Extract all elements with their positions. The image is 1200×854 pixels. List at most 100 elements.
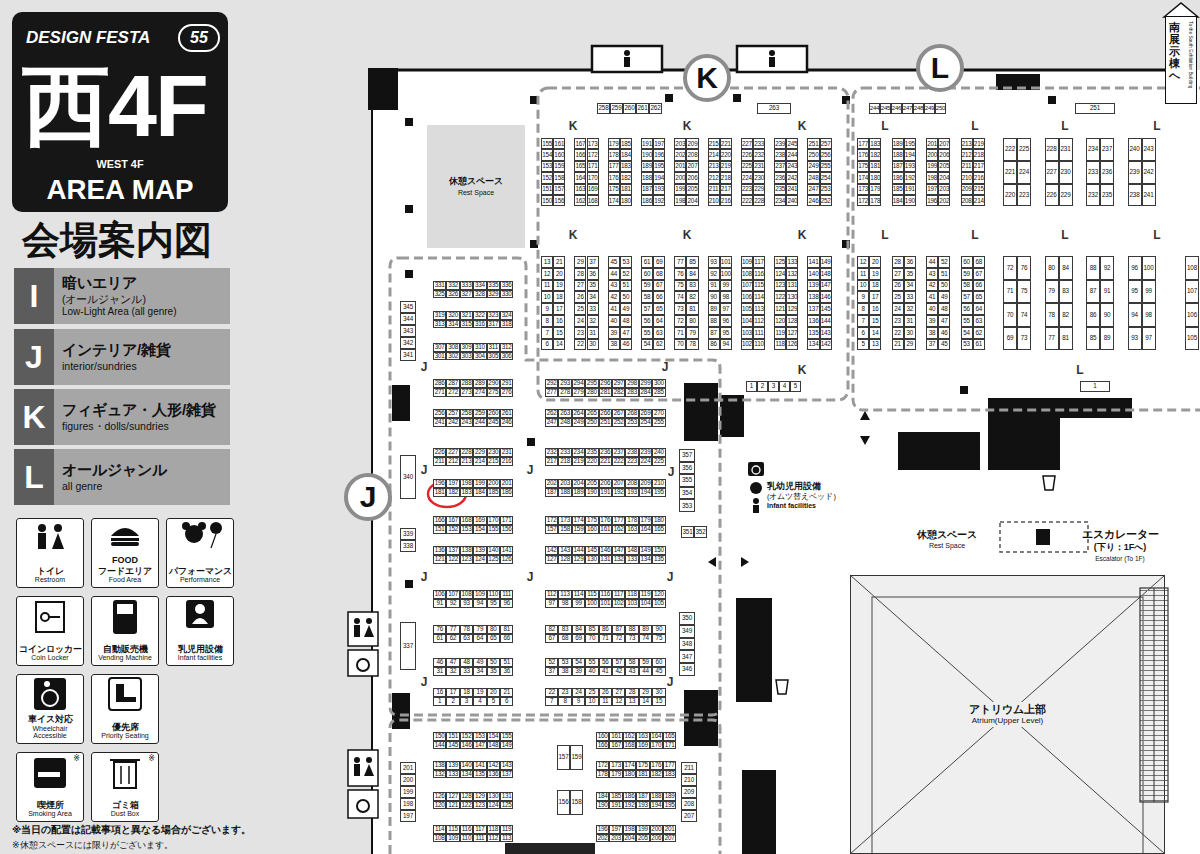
booth-number: 176 (599, 516, 612, 525)
booth-number: 201 (500, 479, 513, 488)
booth-number: 231 (753, 161, 765, 172)
booth-number: 193 (653, 184, 665, 195)
booth-number: 245 (487, 418, 500, 427)
area-letter: J (523, 570, 537, 584)
booth-number: 50 (938, 280, 950, 292)
booth-number: 188 (558, 488, 571, 497)
booth-number: 54 (641, 339, 653, 351)
booth-number: 207 (612, 479, 625, 488)
area-letter: J (663, 570, 677, 584)
booth-number: 203 (609, 834, 622, 843)
booth-number: 46 (433, 658, 446, 667)
booth-number: 315 (460, 320, 473, 329)
booth-number: 42 (612, 667, 625, 676)
locker-key-text: Coin Locker (31, 654, 68, 662)
booth-number: 175 (636, 761, 649, 770)
booth-number: 72 (674, 315, 686, 327)
booth-number: 134 (807, 339, 819, 351)
booth-number: 62 (653, 339, 665, 351)
booth-number: 234 (774, 195, 786, 206)
booth-number: 47 (938, 315, 950, 327)
priority-seat-key-text: 優先席 (112, 722, 139, 732)
booth-number: 201 (400, 762, 416, 774)
booth-number: 264 (572, 409, 585, 418)
booth-number: 206 (686, 172, 698, 183)
booth-number: 228 (753, 195, 765, 206)
booth-number: 5 (487, 697, 500, 706)
dust-box-key-text: Dust Box (111, 810, 139, 818)
booth-number: 87 (1086, 280, 1100, 304)
booth-number: 20 (553, 268, 565, 280)
booth-number: 23 (574, 327, 586, 339)
booth-number: 202 (596, 834, 609, 843)
booth-number: 106 (433, 590, 446, 599)
edition-badge-text: 55 (190, 30, 208, 46)
booth-number: 6 (857, 327, 869, 339)
booth-number: 68 (558, 634, 571, 643)
booth-number: 304 (473, 352, 486, 361)
booth-number: 17 (553, 303, 565, 315)
booth-number: 178 (869, 195, 881, 206)
booth-number: 129 (572, 555, 585, 564)
area-letter: K (795, 363, 809, 377)
booth-number: 340 (400, 455, 416, 499)
booth-number: 15 (652, 697, 665, 706)
booth-number: 43 (926, 268, 938, 280)
booth-number: 253 (625, 418, 638, 427)
booth-number: 241 (1142, 184, 1156, 207)
booth-number: 118 (625, 590, 638, 599)
booth-number: 191 (609, 801, 622, 810)
booth-number: 164 (650, 732, 663, 741)
booth-number: 122 (446, 555, 459, 564)
booth-number: 22 (892, 327, 904, 339)
booth-number: 27 (612, 688, 625, 697)
booth-number: 102 (741, 339, 753, 351)
booth-number: 120 (652, 590, 665, 599)
booth-number: 336 (500, 281, 513, 290)
area-letter: K (795, 228, 809, 242)
booth-number: 14 (553, 339, 565, 351)
booth-number: 107 (446, 590, 459, 599)
smoking-key-text: ※ (73, 755, 80, 763)
performance-key-text: パフォーマンス (169, 566, 232, 576)
booth-number: 237 (612, 448, 625, 457)
booth-number: 100 (720, 268, 732, 280)
booth-number: 200 (926, 149, 938, 160)
area-letter: L (1150, 228, 1164, 242)
booth-number: 99 (572, 599, 585, 608)
booth-number: 188 (641, 172, 653, 183)
booth-number: 151 (446, 732, 459, 741)
booth-number: 192 (623, 801, 636, 810)
booth-number: 182 (869, 149, 881, 160)
booth-number: 86 (599, 625, 612, 634)
booth-number: 187 (545, 488, 558, 497)
booth-number: 215 (487, 457, 500, 466)
booth-number: 223 (741, 184, 753, 195)
booth-number: 281 (599, 388, 612, 397)
booth-number: 186 (500, 488, 513, 497)
booth-number: 80 (686, 315, 698, 327)
booth-number: 252 (612, 418, 625, 427)
booth-number: 113 (753, 303, 765, 315)
booth-number: 117 (612, 590, 625, 599)
booth-number: 116 (753, 268, 765, 280)
booth-number: 228 (460, 448, 473, 457)
booth-number: 126 (786, 339, 798, 351)
booth-number: 233 (753, 138, 765, 149)
booth-number: 272 (446, 388, 459, 397)
booth-number: 227 (1045, 161, 1059, 184)
booth-number: 91 (433, 599, 446, 608)
booth-number: 199 (400, 786, 416, 798)
booth-number: 319 (433, 311, 446, 320)
genre-row-text: interior/sundries (62, 360, 137, 373)
booth-number: 81 (686, 303, 698, 315)
booth-number: 90 (708, 291, 720, 303)
booth-number: 242 (446, 418, 459, 427)
area-letter: K (680, 228, 694, 242)
booth-number: 1 (1080, 381, 1110, 392)
booth-number: 135 (652, 555, 665, 564)
booth-number: 38 (926, 327, 938, 339)
area-letter: K (680, 119, 694, 133)
booth-number: 190 (904, 195, 916, 206)
booth-number: 193 (625, 488, 638, 497)
